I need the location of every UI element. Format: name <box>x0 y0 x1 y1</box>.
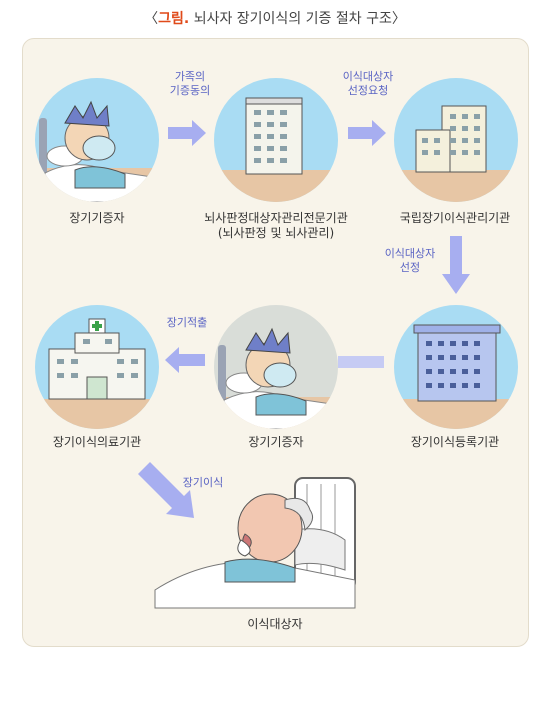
label-registry-org: 장기이식등록기관 <box>410 435 500 449</box>
label-national-org: 국립장기이식관리기관 <box>399 211 511 225</box>
patient-in-bed-icon <box>154 477 356 609</box>
edge-label-extraction: 장기적출 <box>166 316 208 329</box>
building-icon <box>394 305 518 429</box>
page-title: 〈그림. 뇌사자 장기이식의 기증 절차 구조〉 <box>144 11 406 27</box>
node-national-org <box>394 78 518 202</box>
patient-illustration <box>35 78 159 202</box>
edge-label-family-consent: 가족의 기증동의 <box>169 70 211 97</box>
label-medical-org: 장기이식의료기관 <box>52 435 142 449</box>
edge-label-selection: 이식대상자 선정 <box>384 247 436 274</box>
edge-label-request-selection: 이식대상자 선정요청 <box>342 70 394 97</box>
arrow-right-icon <box>168 120 206 146</box>
recipient-illustration <box>145 470 375 614</box>
label-donor-top: 장기기증자 <box>69 211 125 225</box>
title-lead: 그림. <box>158 11 190 27</box>
label-donor-middle: 장기기증자 <box>248 435 304 449</box>
arrow-down-icon <box>442 236 470 294</box>
arrow-left-icon <box>338 356 384 368</box>
label-brain-death-org: 뇌사판정대상자관리전문기관 (뇌사판정 및 뇌사관리) <box>204 211 348 240</box>
node-donor-top <box>35 78 159 202</box>
hospital-icon <box>35 305 159 429</box>
label-recipient: 이식대상자 <box>247 617 303 631</box>
building-icon <box>214 78 338 202</box>
node-registry-org <box>394 305 518 429</box>
patient-illustration <box>214 305 338 429</box>
arrow-left-icon <box>165 347 205 373</box>
title-text: 뇌사자 장기이식의 기증 절차 구조 <box>193 11 392 27</box>
arrow-right-icon <box>348 120 386 146</box>
arrow-down-right-icon <box>138 462 194 518</box>
edge-label-transplant: 장기이식 <box>182 476 224 489</box>
node-brain-death-org <box>214 78 338 202</box>
node-donor-middle <box>214 305 338 429</box>
building-icon <box>394 78 518 202</box>
node-medical-org <box>35 305 159 429</box>
